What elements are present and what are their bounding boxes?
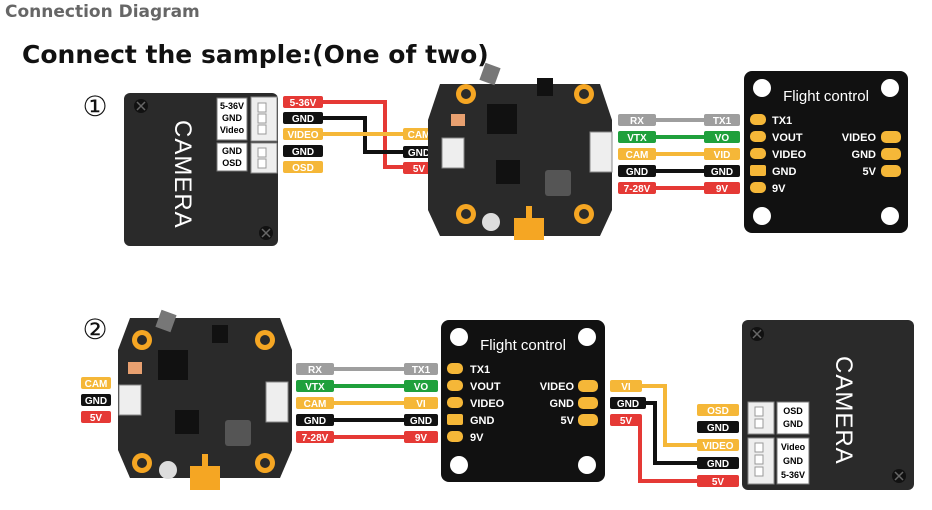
wire-tag: 5V — [413, 164, 426, 175]
wire-tag: VI — [416, 399, 426, 410]
fc-pin: 9V — [772, 183, 786, 195]
flight-controller-1: Flight control TX1 VOUT VIDEO GND 9V VID… — [744, 71, 908, 233]
wires-1b — [655, 118, 707, 190]
fc-pin: GND — [772, 166, 797, 178]
wire-tag: 5V — [712, 477, 725, 488]
wire-tag: GND — [617, 399, 639, 410]
wire-tag: CAM — [626, 150, 649, 161]
camera-pin: GND — [783, 456, 804, 466]
wire-tag: GND — [292, 147, 314, 158]
wire-tag: 9V — [415, 433, 428, 444]
vtx-board-2 — [118, 309, 292, 490]
wire-tag: VIDEO — [702, 441, 733, 452]
fc-pin: VIDEO — [772, 149, 807, 161]
wire-tag: GND — [711, 167, 733, 178]
wire-tag: VI — [621, 382, 631, 393]
fc-pin: TX1 — [772, 115, 792, 127]
camera-pin: OSD — [783, 406, 803, 416]
wire-tag: VO — [414, 382, 429, 393]
wires-1 — [320, 100, 403, 169]
camera-pin: GND — [222, 146, 243, 156]
vtx-board-1 — [428, 62, 613, 240]
wire-tag: VTX — [627, 133, 647, 144]
fc-pin: VIDEO — [540, 381, 575, 393]
diagram-subtitle: Connect the sample:(One of two) — [22, 40, 489, 69]
wire-tag: OSD — [292, 163, 314, 174]
wires-2 — [333, 367, 412, 439]
camera-pin: 5-36V — [220, 101, 244, 111]
wire-tag: GND — [408, 148, 430, 159]
fc-pin: 5V — [561, 415, 575, 427]
fc-pin: GND — [852, 149, 877, 161]
fc-pin: 5V — [863, 166, 877, 178]
fc-pin: TX1 — [470, 364, 490, 376]
wire-tag: VTX — [305, 382, 325, 393]
wire-tag: VIDEO — [287, 130, 318, 141]
camera-module-1: CAMERA 5-36V GND Video GND OSD — [124, 93, 278, 246]
camera-label: CAMERA — [169, 120, 196, 229]
fc-pin: GND — [470, 415, 495, 427]
wire-tag: GND — [292, 114, 314, 125]
wire-tag: RX — [630, 116, 644, 127]
wire-tag: GND — [304, 416, 326, 427]
wire-tag: OSD — [707, 406, 729, 417]
wire-tag: GND — [85, 396, 107, 407]
camera-pin: GND — [783, 419, 804, 429]
flight-controller-2: Flight control TX1 VOUT VIDEO GND 9V VID… — [441, 320, 605, 482]
camera-pin: GND — [222, 113, 243, 123]
wire-tag: 7-28V — [302, 433, 329, 444]
wire-tag: 5V — [620, 416, 633, 427]
wire-tag: GND — [707, 459, 729, 470]
camera-label: CAMERA — [830, 356, 857, 465]
wires-2b — [638, 384, 700, 483]
wire-tag: GND — [410, 416, 432, 427]
marker-1: ① — [82, 91, 107, 122]
wire-tag: VO — [715, 133, 730, 144]
camera-pin: Video — [220, 125, 245, 135]
wire-tag: 9V — [716, 184, 729, 195]
fc-pin: VIDEO — [470, 398, 505, 410]
fc-pin: VOUT — [470, 381, 501, 393]
wire-tag: CAM — [85, 379, 108, 390]
section-heading: Connection Diagram — [5, 2, 200, 22]
wire-tag: GND — [707, 423, 729, 434]
fc-pin: VOUT — [772, 132, 803, 144]
camera-pin: 5-36V — [781, 470, 805, 480]
wire-tag: 5V — [90, 413, 103, 424]
marker-2: ② — [82, 314, 107, 345]
fc-title: Flight control — [480, 337, 566, 354]
wire-tag: GND — [626, 167, 648, 178]
fc-pin: GND — [550, 398, 575, 410]
wire-tag: CAM — [408, 130, 431, 141]
camera-pin: OSD — [222, 158, 242, 168]
fc-title: Flight control — [783, 88, 869, 105]
camera-module-2: CAMERA OSD GND Video GND 5-36V — [742, 320, 914, 490]
wire-tag: CAM — [304, 399, 327, 410]
wire-tag: TX1 — [412, 365, 431, 376]
wire-tag: 7-28V — [624, 184, 651, 195]
fc-pin: VIDEO — [842, 132, 877, 144]
wire-tag: 5-36V — [290, 98, 317, 109]
wire-tag: VID — [714, 150, 731, 161]
fc-pin: 9V — [470, 432, 484, 444]
camera-pin: Video — [781, 442, 806, 452]
wire-tag: TX1 — [713, 116, 732, 127]
wire-tag: RX — [308, 365, 322, 376]
